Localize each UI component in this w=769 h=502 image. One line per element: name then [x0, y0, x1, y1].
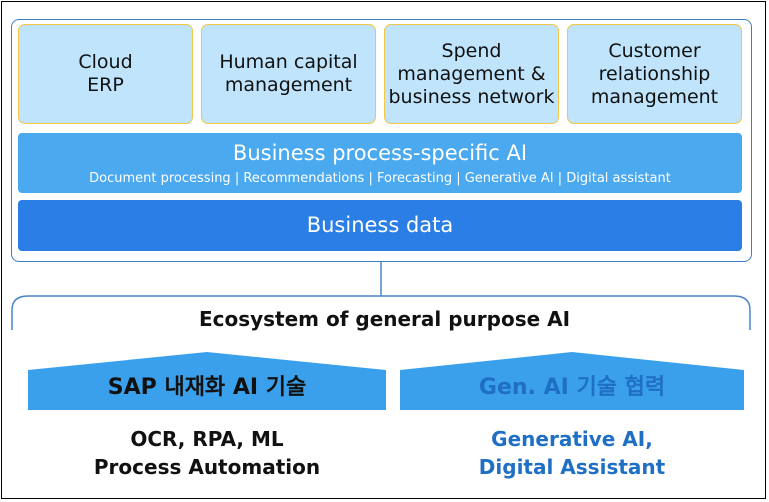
right-block-description: Generative AI, Digital Assistant — [400, 425, 744, 481]
left-desc-line1: OCR, RPA, ML — [130, 427, 284, 451]
module-label: Human capital management — [219, 51, 358, 96]
module-label: Cloud ERP — [78, 51, 133, 96]
process-ai-band: Business process-specific AI Document pr… — [18, 133, 742, 193]
module-label: Customer relationship management — [590, 39, 719, 108]
left-desc-line2: Process Automation — [93, 455, 321, 479]
process-ai-title: Business process-specific AI — [232, 141, 528, 165]
ecosystem-bracket — [11, 295, 751, 330]
module-customer-relationship: Customer relationship management — [567, 24, 742, 124]
ecosystem-title: Ecosystem of general purpose AI — [198, 307, 571, 331]
right-roof-shape — [400, 352, 744, 410]
left-block-heading: SAP 내재화 AI 기술 — [107, 375, 307, 400]
module-cloud-erp: Cloud ERP — [18, 24, 193, 124]
module-spend-management: Spend management & business network — [384, 24, 559, 124]
right-block-heading: Gen. AI 기술 협력 — [478, 375, 666, 400]
business-data-band: Business data — [18, 200, 742, 251]
module-human-capital: Human capital management — [201, 24, 376, 124]
left-roof-shape — [28, 352, 386, 410]
process-ai-subtitle: Document processing | Recommendations | … — [89, 171, 671, 186]
left-block-description: OCR, RPA, ML Process Automation — [28, 425, 386, 481]
right-desc-line1: Generative AI, — [491, 427, 653, 451]
right-desc-line2: Digital Assistant — [478, 455, 666, 479]
module-label: Spend management & business network — [388, 39, 555, 108]
